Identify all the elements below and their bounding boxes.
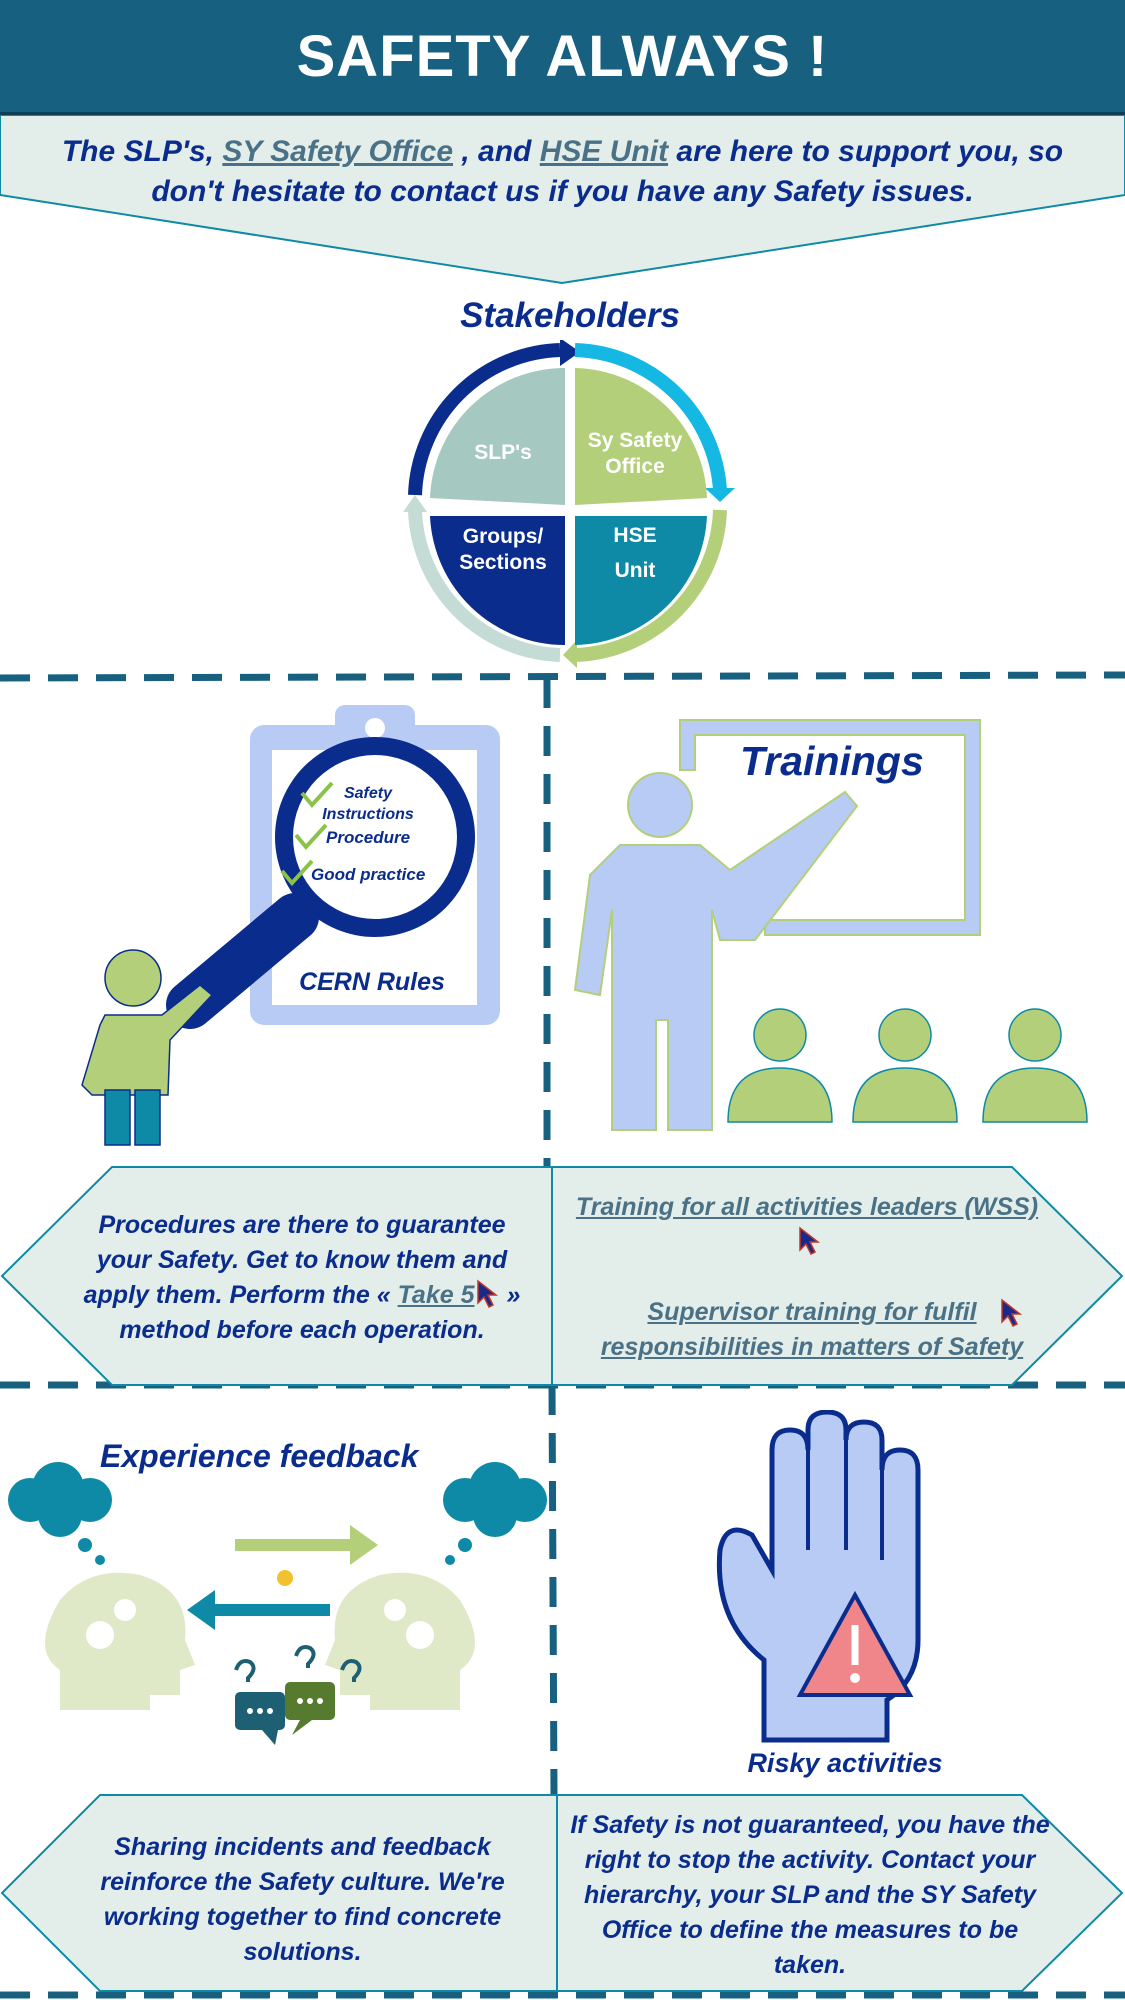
feedback-illustration	[8, 1462, 547, 1745]
stakeholders-diagram	[403, 340, 735, 668]
groups-label-line: Sections	[459, 551, 547, 574]
quadrant-groups	[430, 516, 565, 646]
risky-title: Risky activities	[747, 1748, 943, 1778]
procedures-text: Procedures are there to guarantee your S…	[72, 1208, 532, 1348]
procedures-text-part: Procedures are there to guarantee your S…	[83, 1211, 508, 1309]
trainings-illustration	[573, 718, 1088, 1131]
feedback-panel	[0, 1794, 558, 1992]
trainings-title: Trainings	[740, 738, 924, 784]
sy-label-line: Sy Safety	[587, 429, 683, 452]
hse-label: HSE Unit	[585, 518, 685, 588]
stop-hand-illustration	[716, 1410, 921, 1743]
check-icon	[294, 823, 328, 851]
quadrant-sy	[575, 368, 707, 505]
check-item-line: Safety	[343, 785, 393, 802]
quadrant-hse	[575, 516, 707, 645]
cursor-icon	[799, 1226, 821, 1256]
slp-label: SLP's	[474, 441, 532, 464]
intro-panel	[0, 115, 1125, 285]
intro-text-part: are here to support you, so don't hesita…	[151, 135, 1064, 208]
groups-label-line: Groups/	[462, 525, 544, 548]
hse-label-line: Unit	[614, 559, 656, 582]
check-icon	[280, 859, 314, 887]
question-mark-icon	[294, 1645, 316, 1668]
procedures-panel	[0, 1166, 553, 1386]
training-link-wss-wrap: Training for all activities leaders (WSS…	[562, 1190, 1052, 1260]
feedback-text: Sharing incidents and feedback reinforce…	[100, 1833, 505, 1966]
lightbulb-icon	[277, 1570, 293, 1586]
check-item-safety-instructions: Safety Instructions	[308, 783, 428, 825]
training-link-supervisor-wrap: Supervisor training for fulfil responsib…	[562, 1295, 1062, 1365]
question-mark-icon	[340, 1659, 362, 1682]
arc-top-left	[408, 343, 561, 496]
stakeholders-title: Stakeholders	[460, 296, 680, 335]
check-item-good-practice: Good practice	[311, 865, 426, 884]
question-mark-icon	[234, 1659, 256, 1682]
hse-label-line: HSE	[613, 524, 657, 547]
cursor-icon	[476, 1279, 498, 1309]
trainings-panel	[551, 1166, 1124, 1386]
arc-bottom-right	[574, 509, 727, 662]
training-link-wss[interactable]: Training for all activities leaders (WSS…	[575, 1193, 1039, 1221]
training-link-supervisor[interactable]: Supervisor training for fulfil responsib…	[600, 1298, 1024, 1361]
intro-text-part: The SLP's,	[61, 135, 223, 168]
check-icon	[300, 781, 334, 809]
risky-text: If Safety is not guaranteed, you have th…	[570, 1811, 1050, 1979]
sy-label-line: Office	[605, 455, 665, 478]
cursor-icon	[1001, 1298, 1023, 1328]
intro-text: The SLP's, SY Safety Office , and HSE Un…	[30, 132, 1095, 212]
procedures-text-part: » method before each operation.	[119, 1281, 521, 1344]
hex-panels-row2	[0, 1794, 1124, 1992]
feedback-title: Experience feedback	[100, 1438, 419, 1474]
header-banner: SAFETY ALWAYS !	[0, 0, 1125, 115]
check-item-procedure: Procedure	[326, 828, 411, 847]
arc-top-right	[574, 343, 727, 491]
groups-label: Groups/ Sections	[445, 524, 561, 576]
cern-rules-label: CERN Rules	[299, 968, 445, 996]
sy-safety-office-link[interactable]: SY Safety Office	[222, 135, 454, 168]
hex-panels-row1	[0, 1166, 1124, 1386]
cern-rules-illustration	[81, 705, 500, 1146]
check-item-line: Instructions	[322, 806, 414, 823]
page-title: SAFETY ALWAYS !	[296, 23, 829, 89]
take5-link[interactable]: Take 5	[397, 1281, 475, 1309]
arc-bottom-left	[408, 509, 561, 662]
sy-label: Sy Safety Office	[575, 428, 695, 480]
intro-text-part: , and	[453, 135, 540, 168]
quadrant-slp	[430, 367, 565, 505]
hse-unit-link[interactable]: HSE Unit	[539, 135, 669, 168]
